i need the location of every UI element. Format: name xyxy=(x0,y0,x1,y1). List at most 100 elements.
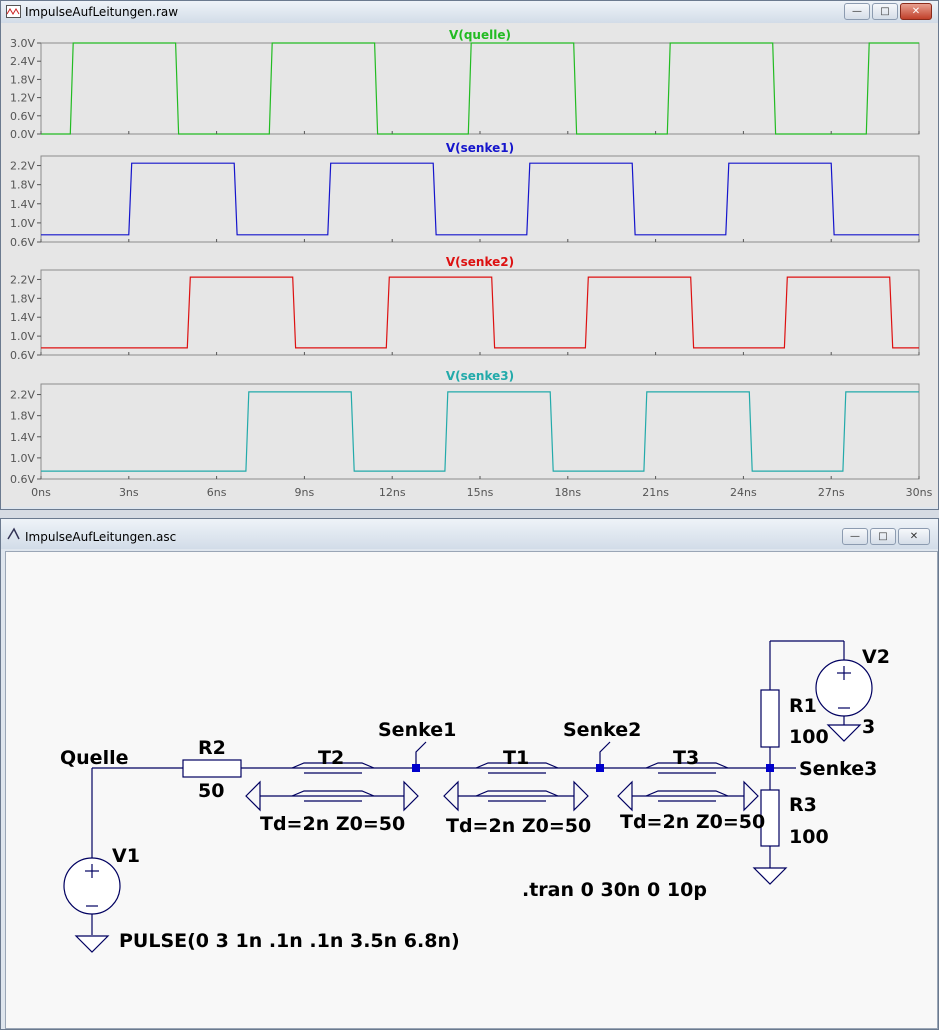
close-icon: ✕ xyxy=(909,531,919,542)
r3-name: R3 xyxy=(789,794,817,816)
x-tick-label: 9ns xyxy=(295,486,315,499)
transmission-line-t1[interactable] xyxy=(443,762,589,812)
x-tick-label: 30ns xyxy=(906,486,933,499)
schematic-titlebar[interactable]: ImpulseAufLeitungen.asc — □ ✕ xyxy=(1,519,938,549)
t3-params: Td=2n Z0=50 xyxy=(620,811,765,833)
y-tick-label: 1.4V xyxy=(10,431,35,444)
y-tick-label: 1.4V xyxy=(10,198,35,211)
v2-value: 3 xyxy=(862,716,875,738)
minimize-icon: — xyxy=(850,531,860,542)
r3-value: 100 xyxy=(789,826,829,848)
resistor-r1[interactable] xyxy=(760,689,780,748)
t3-name: T3 xyxy=(673,747,699,769)
net-label-quelle: Quelle xyxy=(60,747,128,769)
x-tick-label: 6ns xyxy=(207,486,227,499)
y-tick-label: 1.0V xyxy=(10,217,35,230)
x-tick-label: 27ns xyxy=(818,486,845,499)
trace-title[interactable]: V(senke1) xyxy=(446,141,514,155)
senke1-flag xyxy=(415,741,427,768)
t1-name: T1 xyxy=(503,747,529,769)
x-tick-label: 24ns xyxy=(730,486,757,499)
spice-directive[interactable]: .tran 0 30n 0 10p xyxy=(522,879,707,901)
waveform-window-title: ImpulseAufLeitungen.raw xyxy=(25,5,179,19)
y-tick-label: 1.0V xyxy=(10,330,35,343)
ground-v2-icon xyxy=(826,724,862,742)
node-senke1-dot xyxy=(412,764,420,772)
trace-title[interactable]: V(senke3) xyxy=(446,369,514,383)
r1-name: R1 xyxy=(789,695,817,717)
minimize-button[interactable]: — xyxy=(844,3,870,20)
resistor-r3[interactable] xyxy=(760,789,780,847)
r2-name: R2 xyxy=(198,737,226,759)
close-button[interactable]: ✕ xyxy=(898,528,930,545)
transmission-line-t2[interactable] xyxy=(245,762,419,812)
ground-r3-icon xyxy=(752,867,788,885)
v2-name: V2 xyxy=(862,646,890,668)
maximize-icon: □ xyxy=(878,531,888,542)
y-tick-label: 0.6V xyxy=(10,236,35,249)
close-button[interactable]: ✕ xyxy=(900,3,932,20)
voltage-source-v2[interactable] xyxy=(815,659,873,717)
y-tick-label: 0.0V xyxy=(10,128,35,141)
schematic-window: ImpulseAufLeitungen.asc — □ ✕ xyxy=(0,518,939,1030)
x-tick-label: 0ns xyxy=(31,486,51,499)
plot-pane-frame[interactable] xyxy=(40,155,920,243)
maximize-button[interactable]: □ xyxy=(870,528,896,545)
y-tick-label: 1.0V xyxy=(10,452,35,465)
node-senke2-dot xyxy=(596,764,604,772)
t2-name: T2 xyxy=(318,747,344,769)
y-tick-label: 2.2V xyxy=(10,273,35,286)
y-tick-label: 2.2V xyxy=(10,160,35,173)
node-senke3-dot xyxy=(766,764,774,772)
waveform-titlebar[interactable]: ImpulseAufLeitungen.raw — □ ✕ xyxy=(1,1,938,23)
v1-value: PULSE(0 3 1n .1n .1n 3.5n 6.8n) xyxy=(119,930,460,952)
plot-pane-frame[interactable] xyxy=(40,42,920,135)
schematic-app-icon xyxy=(7,527,20,540)
plot-pane-frame[interactable] xyxy=(40,383,920,480)
y-tick-label: 1.4V xyxy=(10,311,35,324)
schematic-canvas[interactable]: Quelle Senke1 Senke2 Senke3 R2 50 T2 Td=… xyxy=(5,551,938,1029)
net-label-senke3: Senke3 xyxy=(799,758,877,780)
r1-value: 100 xyxy=(789,726,829,748)
y-tick-label: 2.4V xyxy=(10,55,35,68)
minimize-icon: — xyxy=(852,6,862,17)
y-tick-label: 3.0V xyxy=(10,37,35,50)
senke2-flag xyxy=(599,741,611,768)
y-tick-label: 0.6V xyxy=(10,473,35,486)
ground-v1-icon xyxy=(74,935,110,953)
x-tick-label: 12ns xyxy=(379,486,406,499)
maximize-button[interactable]: □ xyxy=(872,3,898,20)
waveform-plot-area[interactable]: V(quelle) 3.0V 2.4V 1.8V 1.2V 0.6V 0.0V V(senke… xyxy=(1,23,938,507)
net-label-senke1: Senke1 xyxy=(378,719,456,741)
t1-params: Td=2n Z0=50 xyxy=(446,815,591,837)
y-tick-label: 1.8V xyxy=(10,73,35,86)
x-tick-label: 15ns xyxy=(467,486,494,499)
y-tick-label: 0.6V xyxy=(10,110,35,123)
waveform-app-icon xyxy=(6,5,21,18)
net-label-senke2: Senke2 xyxy=(563,719,641,741)
x-tick-label: 18ns xyxy=(554,486,581,499)
x-tick-label: 3ns xyxy=(119,486,139,499)
trace-line-vsenke2 xyxy=(41,276,919,349)
resistor-r2[interactable] xyxy=(182,759,242,778)
y-tick-label: 0.6V xyxy=(10,349,35,362)
voltage-source-v1[interactable] xyxy=(63,857,121,915)
r2-value: 50 xyxy=(198,780,224,802)
y-tick-label: 1.8V xyxy=(10,410,35,423)
trace-line-vsenke3 xyxy=(41,391,919,472)
trace-title[interactable]: V(quelle) xyxy=(449,28,511,42)
t2-params: Td=2n Z0=50 xyxy=(260,813,405,835)
y-tick-label: 1.2V xyxy=(10,92,35,105)
schematic-window-title: ImpulseAufLeitungen.asc xyxy=(25,530,177,544)
close-icon: ✕ xyxy=(911,6,921,17)
x-tick-label: 21ns xyxy=(642,486,669,499)
trace-line-vquelle xyxy=(41,42,919,135)
minimize-button[interactable]: — xyxy=(842,528,868,545)
y-tick-label: 2.2V xyxy=(10,389,35,402)
transmission-line-t3[interactable] xyxy=(617,762,759,812)
trace-title[interactable]: V(senke2) xyxy=(446,255,514,269)
trace-line-vsenke1 xyxy=(41,162,919,236)
v1-name: V1 xyxy=(112,845,140,867)
waveform-window: ImpulseAufLeitungen.raw — □ ✕ V(quelle) 3… xyxy=(0,0,939,510)
y-tick-label: 1.8V xyxy=(10,292,35,305)
